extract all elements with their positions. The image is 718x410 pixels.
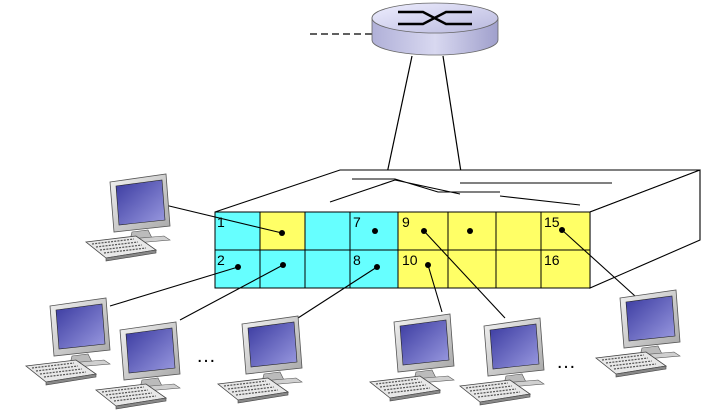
host-cables	[109, 204, 636, 321]
port-15[interactable]	[540, 211, 591, 251]
port-connection-dots	[235, 227, 565, 270]
desktop-computer-icon	[459, 317, 545, 406]
switch: 1 2 7 8 9 10 15 16	[214, 169, 701, 289]
port-label-16: 16	[544, 252, 560, 268]
port-10[interactable]	[397, 249, 449, 289]
port-label-1: 1	[217, 214, 225, 230]
port-label-7: 7	[353, 214, 361, 230]
desktop-computer-icon	[595, 289, 681, 378]
port-label-10: 10	[402, 252, 418, 268]
port-label-15: 15	[544, 214, 560, 230]
desktop-computer-icon	[85, 173, 171, 262]
desktop-computer-icon	[369, 313, 455, 402]
port-16[interactable]	[540, 249, 591, 289]
port-13[interactable]	[495, 211, 542, 251]
port-label-2: 2	[217, 252, 225, 268]
port-label-9: 9	[402, 214, 410, 230]
port-4[interactable]	[259, 249, 306, 289]
port-6[interactable]	[304, 249, 351, 289]
port-label-8: 8	[353, 252, 361, 268]
port-5[interactable]	[304, 211, 351, 251]
more-hosts-right: …	[556, 351, 578, 373]
port-14[interactable]	[495, 249, 542, 289]
more-hosts-left: …	[196, 345, 218, 367]
desktop-computer-icon	[25, 297, 111, 386]
router	[310, 2, 499, 56]
router-icon	[371, 2, 499, 56]
desktop-computer-icon	[217, 315, 303, 404]
